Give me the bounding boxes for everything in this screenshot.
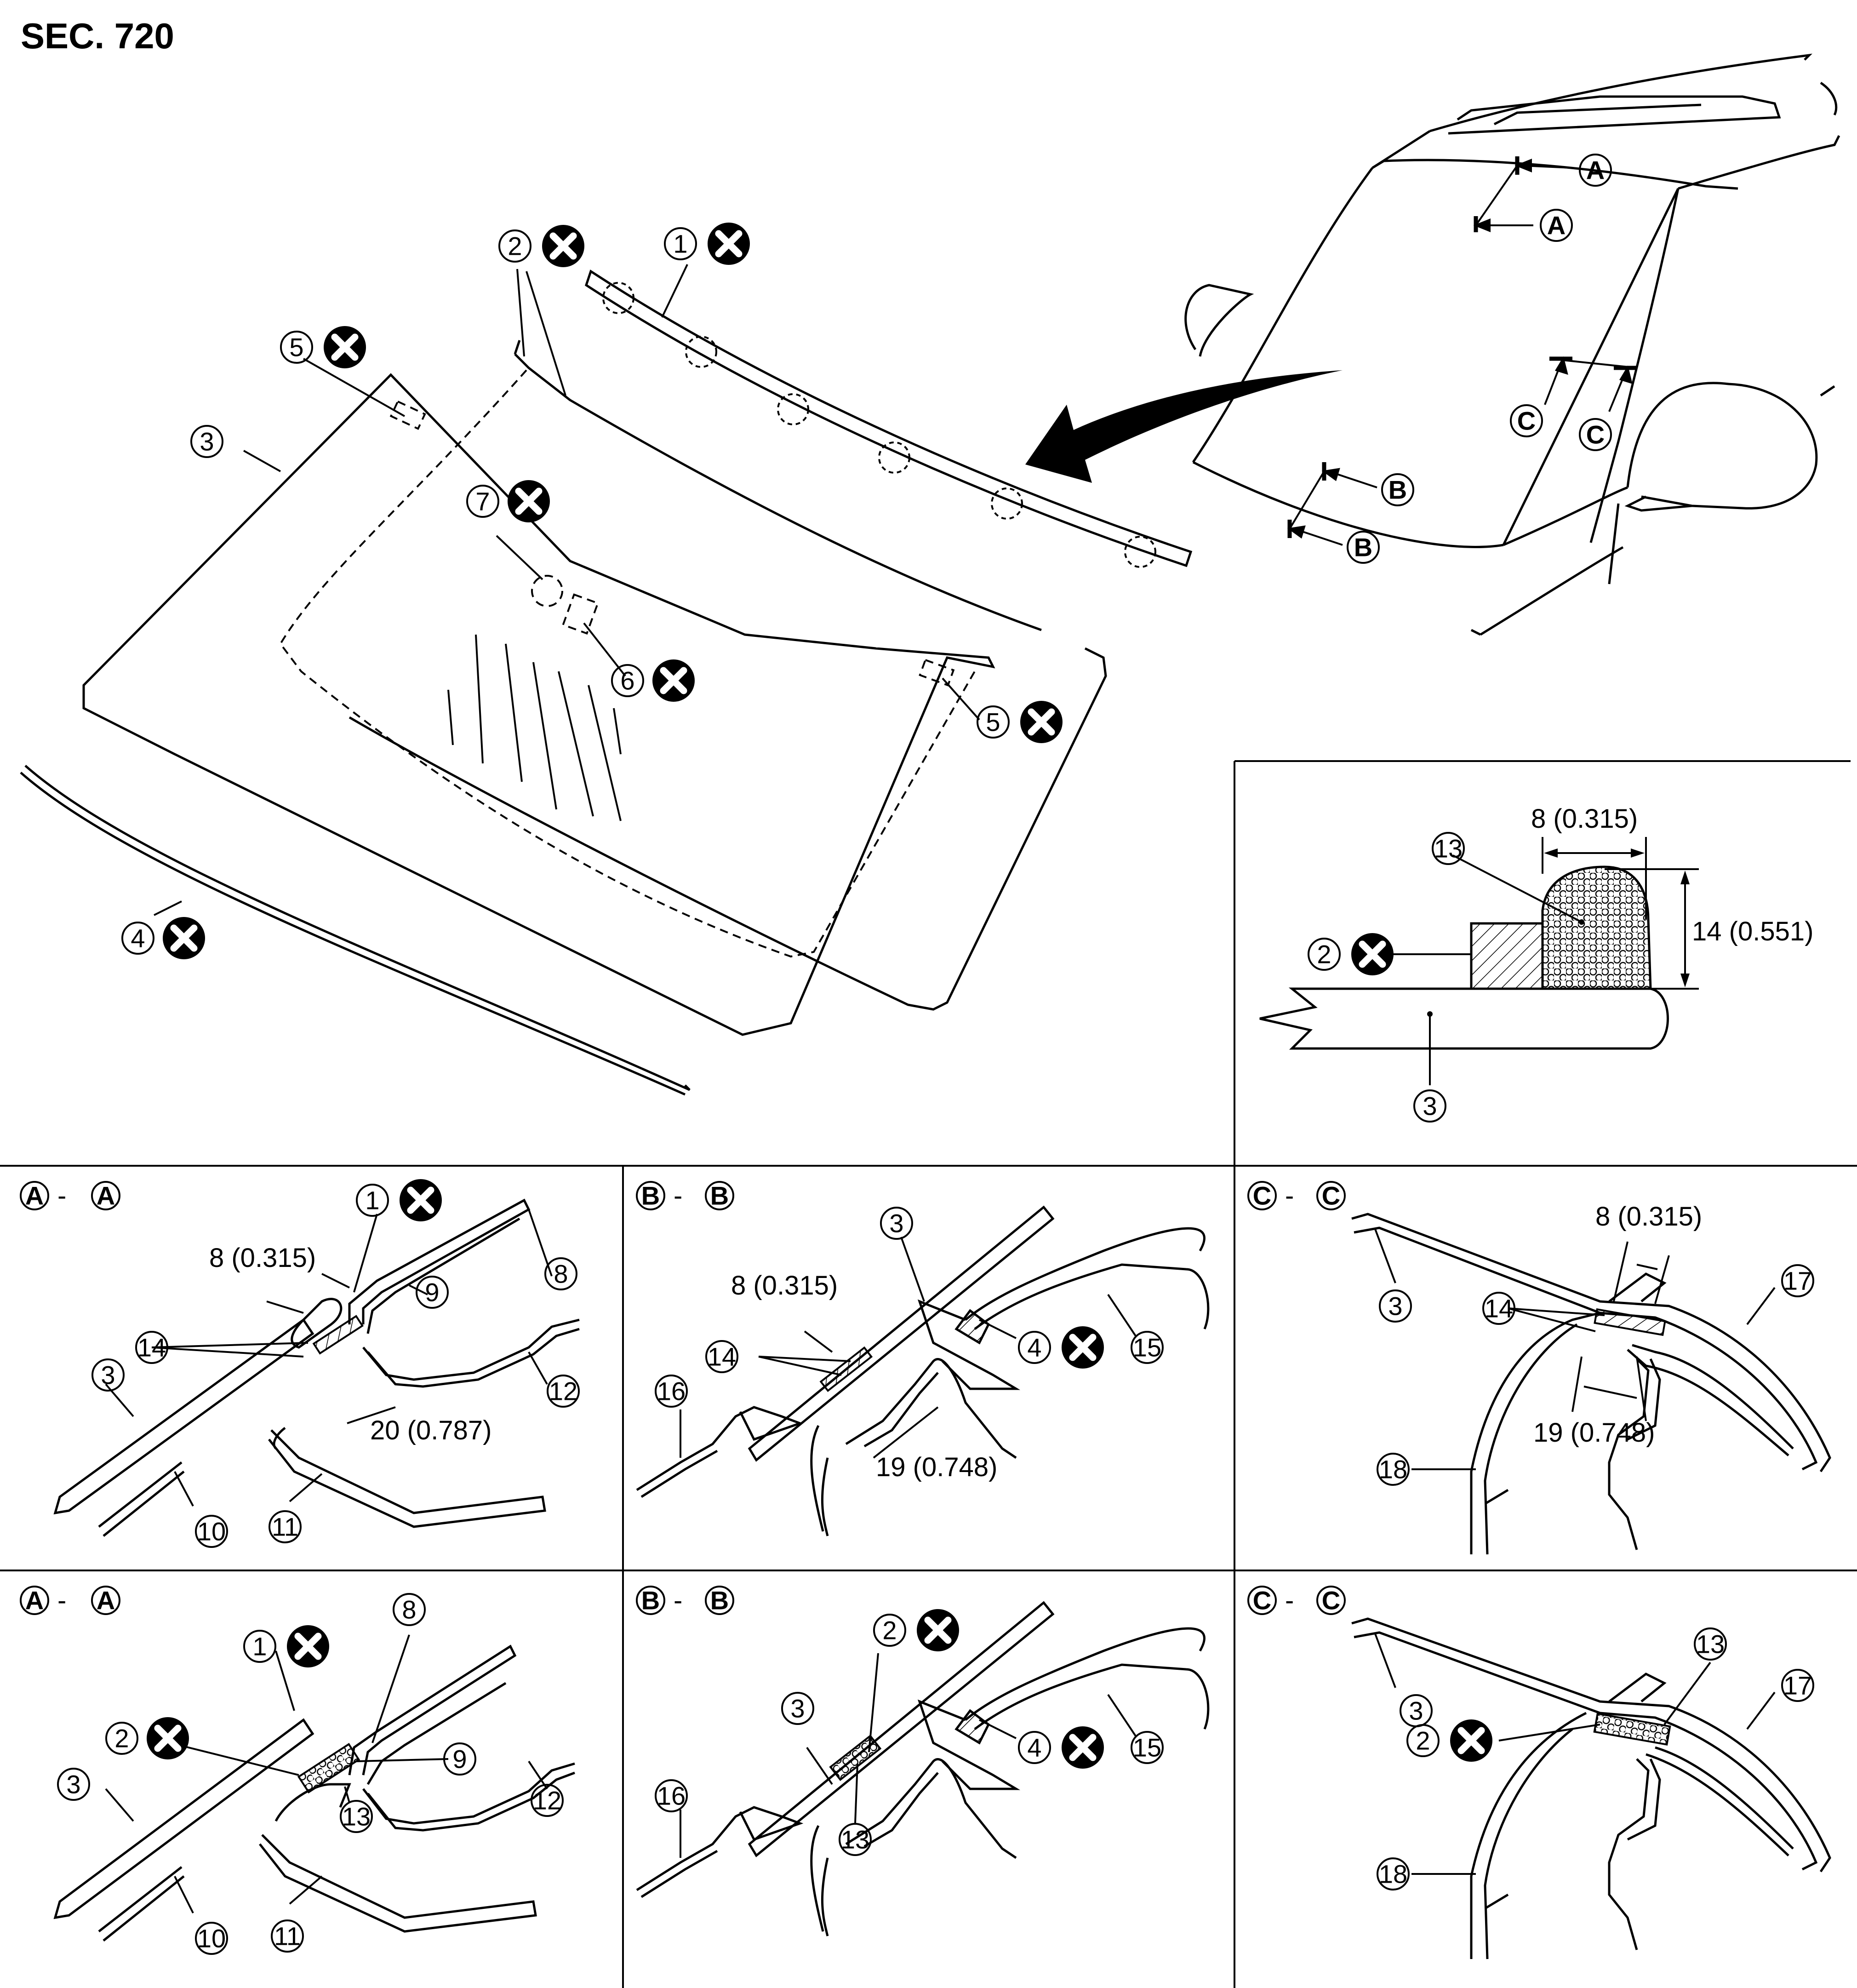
- svg-text:17: 17: [1783, 1671, 1812, 1700]
- svg-text:C: C: [1322, 1586, 1340, 1615]
- svg-text:3: 3: [790, 1694, 805, 1723]
- svg-text:11: 11: [274, 1922, 301, 1951]
- svg-text:16: 16: [657, 1782, 686, 1810]
- svg-text:-: -: [674, 1586, 682, 1616]
- svg-text:1: 1: [673, 229, 687, 258]
- svg-text:2: 2: [114, 1724, 129, 1753]
- svg-text:B: B: [641, 1181, 660, 1210]
- svg-text:2: 2: [1317, 940, 1331, 969]
- svg-text:A: A: [1586, 156, 1605, 185]
- vehicle-front-view: [1184, 53, 1840, 636]
- svg-text:10: 10: [197, 1924, 226, 1953]
- svg-text:13: 13: [1696, 1630, 1725, 1659]
- svg-text:8: 8: [554, 1260, 568, 1289]
- svg-text:1: 1: [252, 1632, 267, 1661]
- svg-text:9: 9: [452, 1745, 467, 1774]
- svg-text:3: 3: [1388, 1292, 1402, 1321]
- svg-text:3: 3: [101, 1361, 115, 1390]
- section-grid: [0, 1165, 1857, 1988]
- svg-text:-: -: [1285, 1586, 1294, 1616]
- dim-19-c: 19 (0.748): [1533, 1418, 1655, 1448]
- svg-text:16: 16: [657, 1377, 686, 1406]
- dim-19-b: 19 (0.748): [876, 1452, 997, 1482]
- svg-text:B: B: [710, 1586, 729, 1615]
- svg-text:14: 14: [708, 1342, 736, 1371]
- svg-text:3: 3: [1423, 1092, 1437, 1121]
- section-titles: A - A B - B C - C A - A B - B C - C: [20, 1181, 1346, 1616]
- dim-8-b: 8 (0.315): [731, 1271, 838, 1301]
- svg-text:13: 13: [1434, 834, 1463, 863]
- svg-text:2: 2: [508, 232, 522, 261]
- svg-text:A: A: [1547, 211, 1566, 240]
- svg-text:C: C: [1517, 407, 1536, 435]
- svg-text:9: 9: [425, 1278, 439, 1307]
- svg-text:-: -: [57, 1586, 66, 1616]
- windshield-glass: [82, 373, 995, 1036]
- svg-text:6: 6: [620, 666, 634, 695]
- svg-text:B: B: [1354, 533, 1372, 562]
- svg-text:12: 12: [549, 1377, 577, 1406]
- dim-8-detail: 8 (0.315): [1531, 804, 1638, 834]
- svg-text:5: 5: [986, 708, 1000, 737]
- exploded-view: [20, 264, 1343, 1096]
- svg-text:3: 3: [1409, 1696, 1423, 1725]
- svg-text:B: B: [641, 1586, 660, 1615]
- svg-text:2: 2: [1416, 1726, 1430, 1755]
- svg-text:17: 17: [1783, 1266, 1812, 1295]
- section-b-top: [636, 1205, 1210, 1536]
- svg-text:2: 2: [882, 1616, 897, 1645]
- svg-text:C: C: [1322, 1181, 1340, 1210]
- marker-arrows: [1287, 159, 1633, 546]
- section-b-bottom: [636, 1601, 1210, 1936]
- svg-text:-: -: [674, 1181, 682, 1211]
- svg-text:C: C: [1586, 420, 1605, 449]
- section-c-bottom: [1351, 1617, 1831, 1959]
- dim-14-detail: 14 (0.551): [1692, 917, 1813, 946]
- svg-text:15: 15: [1133, 1733, 1161, 1762]
- svg-text:3: 3: [889, 1209, 903, 1238]
- dim-8-a: 8 (0.315): [209, 1243, 316, 1273]
- svg-text:A: A: [25, 1181, 44, 1210]
- svg-text:4: 4: [131, 924, 145, 953]
- svg-text:3: 3: [200, 427, 214, 456]
- dim-20-a: 20 (0.787): [370, 1415, 491, 1445]
- svg-text:8: 8: [402, 1595, 416, 1624]
- dim-8-c: 8 (0.315): [1595, 1202, 1702, 1232]
- svg-text:15: 15: [1133, 1333, 1161, 1362]
- svg-text:14: 14: [137, 1333, 166, 1362]
- svg-text:13: 13: [841, 1825, 869, 1854]
- svg-text:12: 12: [533, 1786, 561, 1815]
- svg-text:A: A: [97, 1181, 115, 1210]
- svg-text:5: 5: [289, 333, 303, 362]
- svg-text:A: A: [97, 1586, 115, 1615]
- adhesive-detail-box: [1234, 760, 1851, 1166]
- svg-text:18: 18: [1379, 1455, 1407, 1484]
- svg-text:3: 3: [66, 1770, 80, 1799]
- svg-text:14: 14: [1485, 1294, 1513, 1323]
- svg-text:4: 4: [1027, 1733, 1041, 1762]
- section-a-top: [53, 1198, 580, 1537]
- svg-text:7: 7: [475, 487, 490, 516]
- section-a-bottom: [53, 1644, 575, 1942]
- svg-text:-: -: [57, 1181, 66, 1211]
- svg-text:A: A: [25, 1586, 44, 1615]
- svg-text:B: B: [1388, 476, 1407, 504]
- section-title: SEC. 720: [21, 16, 174, 56]
- svg-text:11: 11: [272, 1512, 298, 1541]
- svg-text:C: C: [1253, 1181, 1271, 1210]
- svg-text:-: -: [1285, 1181, 1294, 1211]
- svg-text:13: 13: [342, 1802, 371, 1831]
- section-c-top: [1351, 1213, 1831, 1555]
- svg-text:10: 10: [197, 1517, 226, 1546]
- svg-text:B: B: [710, 1181, 729, 1210]
- svg-text:C: C: [1253, 1586, 1271, 1615]
- callout-markers: 2 1 5 3 7 6 5 4 A A C C B B 13 2 3 1 9 8…: [57, 154, 1814, 1955]
- arrow-icon: [1025, 370, 1343, 483]
- svg-text:4: 4: [1027, 1333, 1041, 1362]
- ceramic-border: [279, 369, 976, 958]
- svg-text:1: 1: [365, 1186, 379, 1215]
- svg-text:18: 18: [1379, 1860, 1407, 1889]
